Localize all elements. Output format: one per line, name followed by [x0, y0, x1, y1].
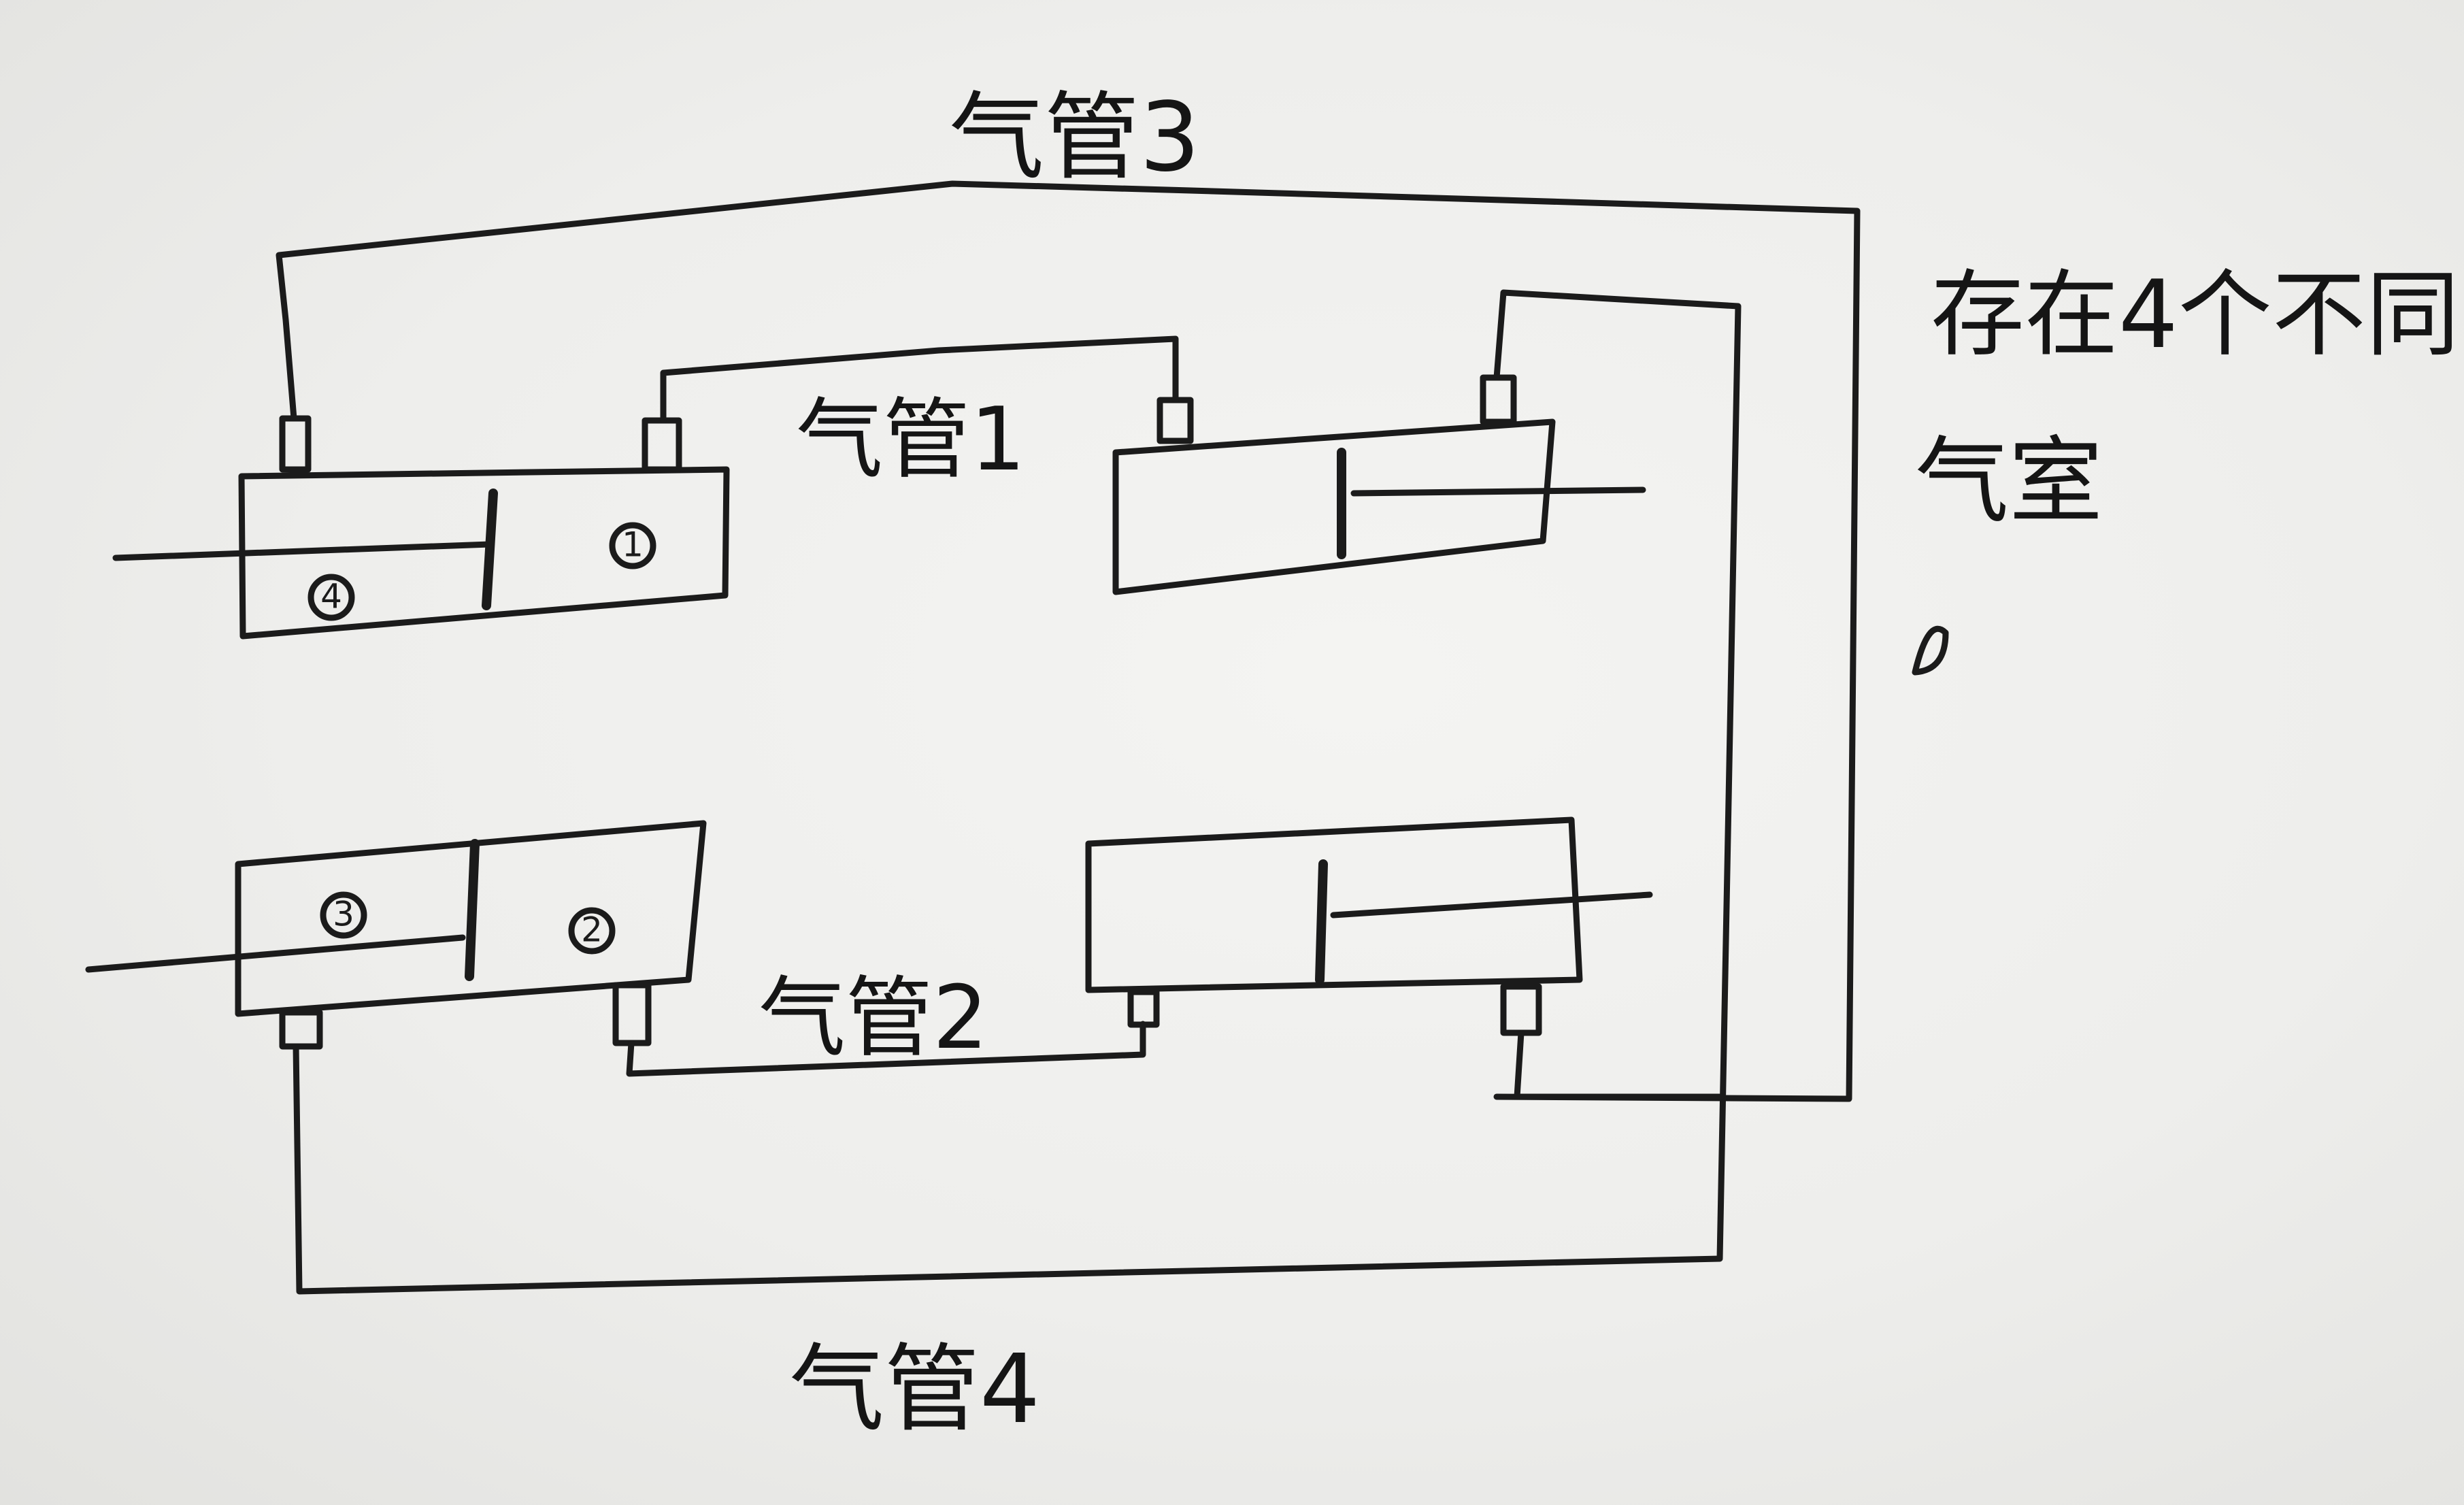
note-line-1: 存在4个不同	[1931, 260, 2460, 369]
label-pipe-3: 气管3	[949, 82, 1200, 193]
chamber-2-number: 2	[581, 910, 603, 950]
cylinder-bottom-left: 3 2	[85, 820, 707, 1050]
chamber-4-number: 4	[320, 577, 342, 616]
cylinder-top-right	[1112, 374, 1646, 595]
chamber-1-marker	[609, 522, 656, 569]
pipe-4	[293, 289, 1742, 1295]
label-pipe-2: 气管2	[759, 968, 988, 1069]
label-pipe-1: 气管1	[796, 389, 1025, 491]
cylinder-top-left: 4 1	[112, 415, 730, 640]
chamber-3-number: 3	[333, 895, 354, 934]
cylinder-bottom-right	[1085, 816, 1653, 1036]
pipe-2	[626, 1021, 1146, 1077]
ink-mark	[1912, 625, 1949, 676]
pipe-junction	[1514, 1029, 1725, 1100]
label-pipe-4: 气管4	[789, 1334, 1040, 1445]
chamber-4-marker	[307, 574, 355, 621]
pipe-3	[276, 180, 1861, 1102]
chamber-2-marker	[568, 907, 616, 955]
chamber-1-number: 1	[622, 525, 644, 565]
pipe-1	[660, 335, 1179, 424]
chamber-3-marker	[320, 891, 367, 939]
note-line-2: 气室	[1915, 427, 2103, 536]
